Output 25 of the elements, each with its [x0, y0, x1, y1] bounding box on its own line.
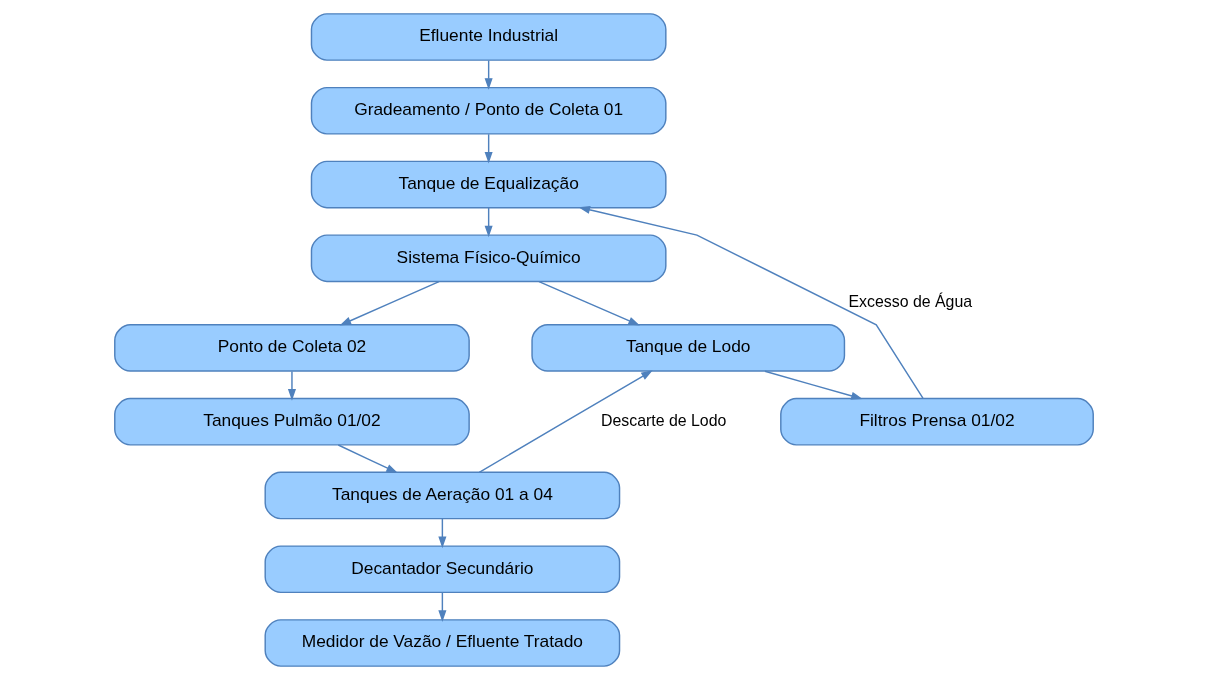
arrow [437, 518, 446, 549]
node-box: Sistema Físico-Químico [310, 234, 667, 283]
edge-label: Descarte de Lodo [600, 411, 726, 429]
arrow [484, 59, 493, 90]
arrow [287, 370, 296, 401]
node-box: Gradeamento / Ponto de Coleta 01 [310, 86, 667, 135]
arrow [577, 205, 924, 399]
node-box: Efluente Industrial [310, 13, 667, 61]
arrow [537, 280, 640, 326]
edge-label: Excesso de Água [847, 293, 972, 311]
node-box: Tanques Pulmão 01/02 [113, 397, 470, 446]
node-box: Decantador Secundário [263, 545, 620, 594]
arrow [437, 592, 446, 622]
node-box: Tanques de Aeração 01 a 04 [263, 471, 620, 520]
arrow [337, 444, 398, 474]
node-box: Filtros Prensa 01/02 [779, 397, 1094, 446]
arrow [484, 133, 493, 164]
arrow [339, 280, 440, 326]
arrow [484, 207, 493, 238]
node-box: Ponto de Coleta 02 [113, 324, 470, 372]
arrow [763, 370, 863, 400]
node-box: Medidor de Vazão / Efluente Tratado [263, 619, 620, 667]
arrow [478, 370, 653, 474]
node-box: Tanque de Equalização [310, 160, 667, 209]
node-box: Tanque de Lodo [530, 324, 845, 372]
